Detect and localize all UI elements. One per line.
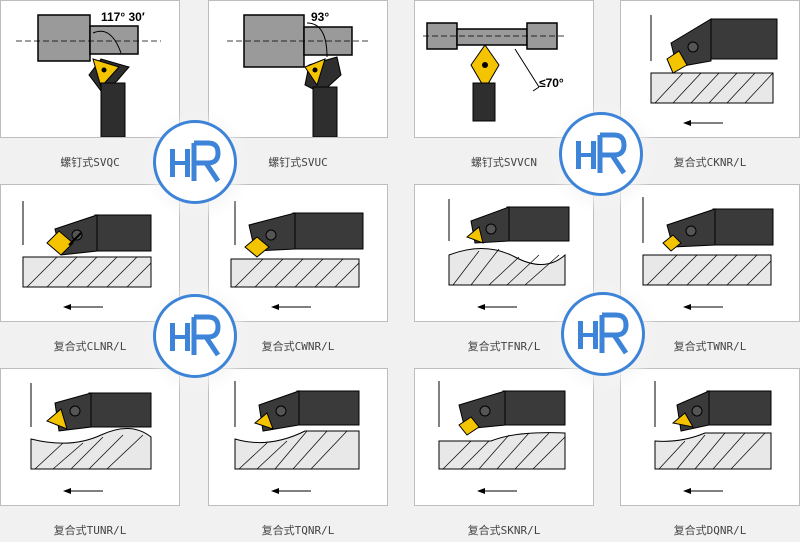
caption: 螺钉式SVQC	[60, 156, 120, 169]
tool-diagram	[208, 368, 388, 506]
caption: 复合式CLNR/L	[53, 340, 127, 353]
tool-diagram	[414, 368, 594, 506]
tool-diagram: 117° 30′	[0, 0, 180, 138]
tool-diagram: ≤70°	[414, 0, 594, 138]
caption: 复合式SKNR/L	[467, 524, 541, 537]
caption: 复合式TUNR/L	[53, 524, 127, 537]
tool-diagram	[620, 368, 800, 506]
tool-diagram	[0, 184, 180, 322]
caption: 复合式TQNR/L	[261, 524, 335, 537]
hr-logo-icon	[561, 292, 645, 376]
caption: 螺钉式SVUC	[268, 156, 328, 169]
angle-label: 93°	[311, 10, 329, 24]
caption: 复合式TFNR/L	[467, 340, 541, 353]
tool-diagram	[414, 184, 594, 322]
hr-logo-icon	[559, 112, 643, 196]
tool-diagram	[208, 184, 388, 322]
tool-diagram	[620, 0, 800, 138]
caption: 螺钉式SVVCN	[470, 156, 538, 169]
angle-label: ≤70°	[539, 76, 564, 90]
hr-logo-icon	[153, 120, 237, 204]
tool-diagram	[620, 184, 800, 322]
caption: 复合式CWNR/L	[261, 340, 335, 353]
caption: 复合式DQNR/L	[673, 524, 747, 537]
tool-diagram: 93°	[208, 0, 388, 138]
hr-logo-icon	[153, 294, 237, 378]
caption: 复合式CKNR/L	[673, 156, 747, 169]
angle-label: 117° 30′	[101, 10, 145, 24]
tool-diagram	[0, 368, 180, 506]
caption: 复合式TWNR/L	[673, 340, 747, 353]
